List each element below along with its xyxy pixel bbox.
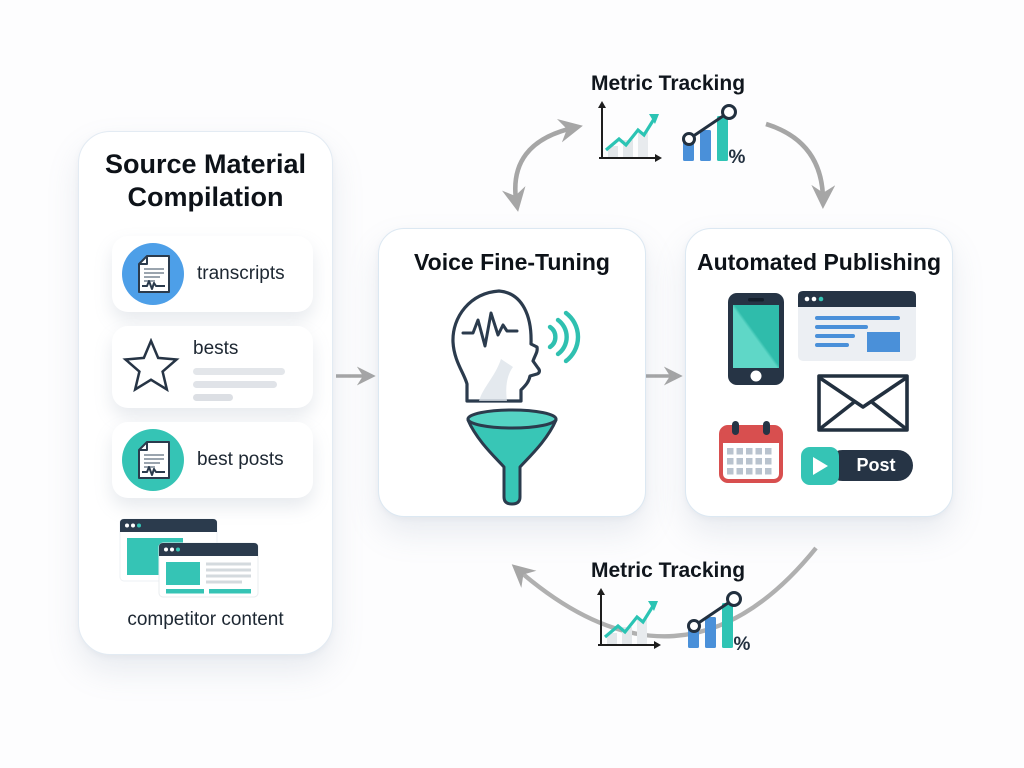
front-browser-window <box>158 542 259 598</box>
line-chart-icon <box>592 587 664 656</box>
funnel-icon <box>457 407 567 514</box>
sound-wave-2 <box>555 317 569 357</box>
smartphone-icon <box>728 293 784 390</box>
post-button-pill: Post <box>827 450 913 481</box>
placeholder-line <box>193 393 233 401</box>
publishing-card-title: Automated Publishing <box>696 249 942 275</box>
metric-tracking-title: Metric Tracking <box>590 72 746 95</box>
source-item-label: bests <box>193 337 239 359</box>
placeholder-line <box>193 380 277 388</box>
play-icon <box>801 447 839 485</box>
arrow-voice-metric-top <box>501 118 583 212</box>
source-item-label: transcripts <box>197 263 285 284</box>
arrow-metric-top-to-publishing <box>765 121 836 209</box>
source-item-label: competitor content <box>127 609 284 630</box>
metric-tracking-title: Metric Tracking <box>590 559 746 582</box>
document-blue-icon <box>122 243 184 305</box>
envelope-icon <box>817 374 909 437</box>
calendar-icon <box>719 421 783 488</box>
browser-windows-icon <box>119 518 259 603</box>
percent-label: % <box>729 147 745 165</box>
star-icon <box>122 338 180 393</box>
line-chart-icon <box>593 100 665 169</box>
source-card-title: Source Material Compilation <box>104 149 307 212</box>
source-item-best-posts: best posts <box>112 422 313 498</box>
source-item-label: best posts <box>197 449 284 470</box>
document-teal-icon <box>122 429 184 491</box>
voice-fine-tuning-card: Voice Fine-Tuning <box>378 228 646 517</box>
metric-tracking-top: Metric Tracking % <box>558 72 778 168</box>
metric-tracking-bottom: Metric Tracking % <box>558 559 778 655</box>
sound-wave-1 <box>547 324 558 350</box>
head-profile <box>451 289 541 403</box>
voice-card-title: Voice Fine-Tuning <box>414 249 610 275</box>
post-button-label: Post <box>856 455 896 475</box>
source-item-transcripts: transcripts <box>112 236 313 312</box>
neck-shading <box>479 359 513 401</box>
waveform <box>461 311 519 348</box>
bar-chart-percent-icon: % <box>679 103 746 170</box>
source-item-bests: bests <box>112 326 313 408</box>
automated-publishing-card: Automated Publishing <box>685 228 953 517</box>
percent-label: % <box>734 634 750 652</box>
placeholder-line <box>193 367 285 375</box>
sound-wave-3 <box>563 310 581 364</box>
bar-chart-percent-icon: % <box>684 590 751 657</box>
source-material-card: Source Material Compilation transcripts … <box>78 131 333 655</box>
head-voice-icon <box>437 287 587 410</box>
post-button: Post <box>801 447 913 485</box>
browser-window-icon <box>798 291 916 366</box>
